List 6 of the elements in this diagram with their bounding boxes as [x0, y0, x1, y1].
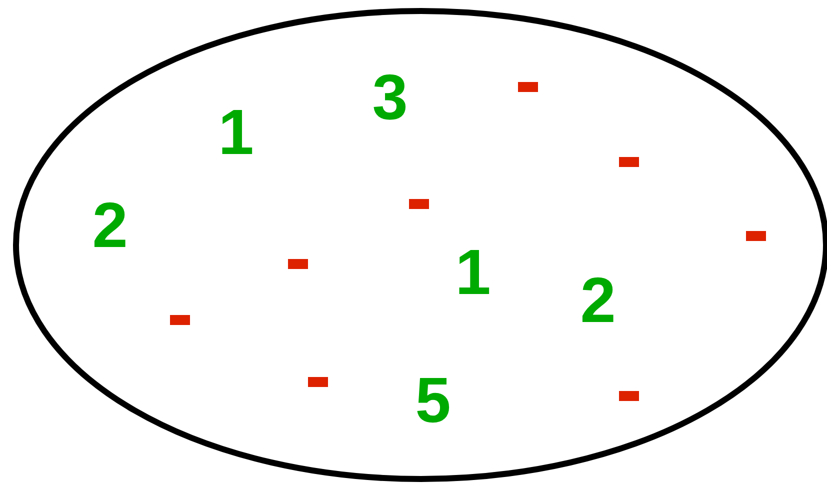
number-label: 1 [455, 240, 491, 304]
number-label: 5 [415, 368, 451, 432]
number-label: 1 [218, 100, 254, 164]
number-label: 3 [372, 65, 408, 129]
number-label: 2 [92, 193, 128, 257]
number-label: 2 [580, 268, 616, 332]
